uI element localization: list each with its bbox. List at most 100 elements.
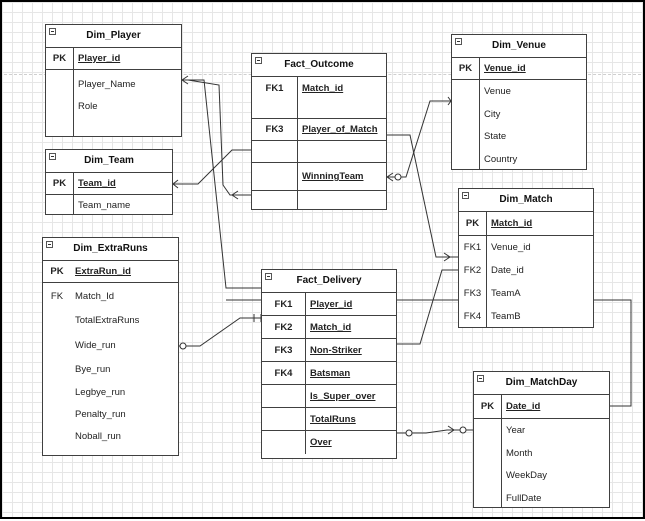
relationship-connector <box>397 269 458 345</box>
relationship-connector <box>173 149 251 185</box>
optional-circle-marker <box>394 173 402 181</box>
dim-matchday-row-pk: PK Date_id <box>474 395 609 419</box>
optional-circle-marker <box>179 342 187 350</box>
relationship-connector <box>179 317 261 347</box>
dim-match-title: Dim_Match <box>499 194 553 205</box>
column-name: Batsman <box>310 367 351 379</box>
column-name: ExtraRun_id <box>75 266 131 277</box>
column-name: TotalExtraRuns <box>75 315 140 326</box>
dim-extraruns-attributes: FK Match_Id TotalExtraRuns Wide_run Bye_r… <box>43 283 178 447</box>
collapse-icon[interactable] <box>49 28 56 35</box>
column-name: Player_of_Match <box>302 124 378 135</box>
column-name: City <box>484 108 501 120</box>
dim-extraruns-title: Dim_ExtraRuns <box>73 243 148 254</box>
fact-delivery-row-over: Over <box>262 431 396 454</box>
key-label: PK <box>46 173 74 194</box>
key-label: FK <box>50 291 64 302</box>
dim-extraruns-header: Dim_ExtraRuns <box>43 238 178 261</box>
dim-matchday-table[interactable]: Dim_MatchDay PK Date_id Year Month WeekD… <box>473 371 610 508</box>
dim-player-title: Dim_Player <box>86 30 141 41</box>
collapse-icon[interactable] <box>477 375 484 382</box>
dim-extraruns-table[interactable]: Dim_ExtraRuns PK ExtraRun_id FK Match_Id … <box>42 237 179 456</box>
key-label: PK <box>50 266 64 277</box>
column-name: Year <box>506 425 526 436</box>
column-name: TotalRuns <box>310 413 356 425</box>
column-name: Noball_run <box>75 430 121 442</box>
dim-player-attributes: Player_Name Role <box>46 70 181 137</box>
relationship-connector <box>182 79 261 289</box>
dim-match-header: Dim_Match <box>459 189 593 212</box>
fact-delivery-row-super-over: Is_Super_over <box>262 385 396 408</box>
relationship-connector <box>387 134 458 258</box>
collapse-icon[interactable] <box>46 241 53 248</box>
column-name: WinningTeam <box>302 171 364 182</box>
optional-circle-marker <box>405 429 413 437</box>
dim-team-header: Dim_Team <box>46 150 172 173</box>
cardinality-marker <box>447 425 455 435</box>
key-label: FK1 <box>252 77 298 118</box>
column-name: Bye_run <box>75 364 111 375</box>
dim-matchday-title: Dim_MatchDay <box>505 377 578 388</box>
fact-outcome-row-empty <box>252 191 386 210</box>
key-label: FK2 <box>262 316 306 338</box>
cardinality-marker <box>386 172 394 182</box>
dim-venue-header: Dim_Venue <box>452 35 586 58</box>
fact-outcome-table[interactable]: Fact_Outcome FK1 Match_id FK3 Player_of_… <box>251 53 387 210</box>
column-name: Match_Id <box>75 291 115 302</box>
column-name: State <box>484 131 507 142</box>
column-name: Team_id <box>78 178 116 189</box>
column-name: Venue_id <box>484 63 526 74</box>
relationship-connector <box>226 299 632 407</box>
column-name: Month <box>506 447 533 459</box>
column-name: Team_name <box>78 199 131 211</box>
key-label: PK <box>474 395 502 418</box>
dim-team-table[interactable]: Dim_Team PK Team_id Team_name <box>45 149 173 215</box>
key-label: FK1 <box>459 236 487 259</box>
cardinality-marker <box>172 179 179 189</box>
column-name: Wide_run <box>75 340 116 351</box>
fact-outcome-row-winningteam: WinningTeam <box>252 163 386 191</box>
column-name: Venue <box>484 86 511 97</box>
column-name: WeekDay <box>506 470 548 481</box>
dim-team-title: Dim_Team <box>84 155 134 166</box>
key-label: FK2 <box>459 259 487 282</box>
dim-extraruns-row-pk: PK ExtraRun_id <box>43 261 178 283</box>
collapse-icon[interactable] <box>255 57 262 64</box>
column-name: Country <box>484 153 518 165</box>
key-label: FK4 <box>262 362 306 384</box>
dim-venue-attributes: Venue City State Country <box>452 80 586 170</box>
column-name: Is_Super_over <box>310 390 376 402</box>
key-label: FK1 <box>262 293 306 315</box>
dim-matchday-attributes: Year Month WeekDay FullDate <box>474 419 609 508</box>
relationship-connector <box>387 100 451 178</box>
column-name: Venue_id <box>491 242 531 253</box>
collapse-icon[interactable] <box>462 192 469 199</box>
collapse-icon[interactable] <box>265 273 272 280</box>
fact-outcome-row-fk3: FK3 Player_of_Match <box>252 119 386 141</box>
dim-venue-title: Dim_Venue <box>492 40 546 51</box>
dim-matchday-header: Dim_MatchDay <box>474 372 609 395</box>
column-name: Legbye_run <box>75 386 126 398</box>
fact-delivery-row-fk2: FK2 Match_id <box>262 316 396 339</box>
collapse-icon[interactable] <box>49 153 56 160</box>
dim-team-attributes: Team_name <box>46 195 172 215</box>
cardinality-marker <box>443 252 451 262</box>
key-label: FK3 <box>252 119 298 140</box>
column-name: Player_id <box>78 53 121 64</box>
key-label: PK <box>459 212 487 235</box>
fact-delivery-row-fk4: FK4 Batsman <box>262 362 396 385</box>
column-name: TeamB <box>491 311 521 322</box>
fact-outcome-row-empty <box>252 141 386 163</box>
fact-delivery-header: Fact_Delivery <box>262 270 396 293</box>
collapse-icon[interactable] <box>455 38 462 45</box>
dim-player-table[interactable]: Dim_Player PK Player_id Player_Name Role <box>45 24 182 137</box>
column-name: Match_id <box>310 321 352 333</box>
dim-venue-table[interactable]: Dim_Venue PK Venue_id Venue City State C… <box>451 34 587 170</box>
column-name: Match_id <box>491 218 533 229</box>
column-name: Over <box>310 437 332 448</box>
key-label: PK <box>46 48 74 69</box>
